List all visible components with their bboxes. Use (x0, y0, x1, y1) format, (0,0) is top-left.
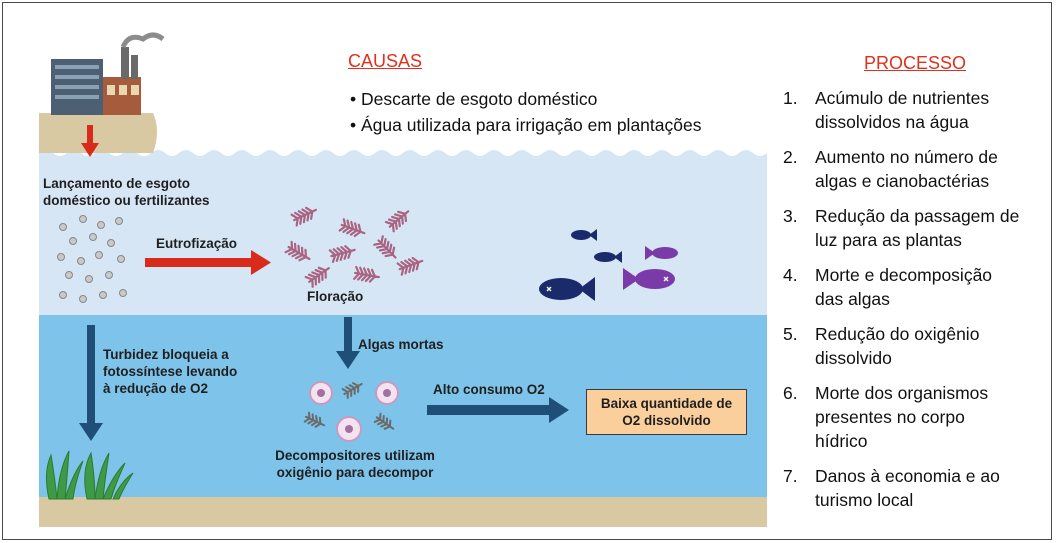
algae-bloom (284, 206, 424, 288)
surface-water (39, 150, 767, 315)
decomposers-icon (303, 381, 399, 442)
cause-item: • Descarte de esgoto doméstico (350, 89, 598, 109)
eutrophication-label: Eutrofização (156, 236, 238, 251)
dead-algae-arrow (336, 317, 360, 369)
eutrophication-arrow (145, 250, 271, 275)
fish-icon (594, 251, 622, 263)
aquatic-plants-icon (45, 450, 134, 500)
causes-title: CAUSAS (348, 51, 423, 71)
high-consumption-label: Alto consumo O2 (433, 382, 545, 397)
nutrient-particles (57, 215, 127, 303)
discharge-arrow (81, 125, 99, 157)
cause-item: • Água utilizada para irrigação em plant… (350, 115, 702, 135)
fish-icon (623, 268, 675, 290)
process-title: PROCESSO (864, 53, 967, 73)
fish-icon (645, 246, 678, 260)
eutrophication-scene (39, 32, 767, 527)
factory-icon (51, 32, 165, 115)
consumption-arrow (427, 397, 569, 423)
land-bank (39, 113, 157, 153)
fish-icon (539, 277, 595, 301)
fish-group (539, 229, 678, 301)
fish-icon (571, 229, 597, 241)
turbidity-arrow (79, 325, 103, 441)
sand-bottom (39, 497, 767, 527)
dead-algae-label: Algas mortas (358, 337, 444, 352)
bloom-label: Floração (307, 289, 364, 304)
